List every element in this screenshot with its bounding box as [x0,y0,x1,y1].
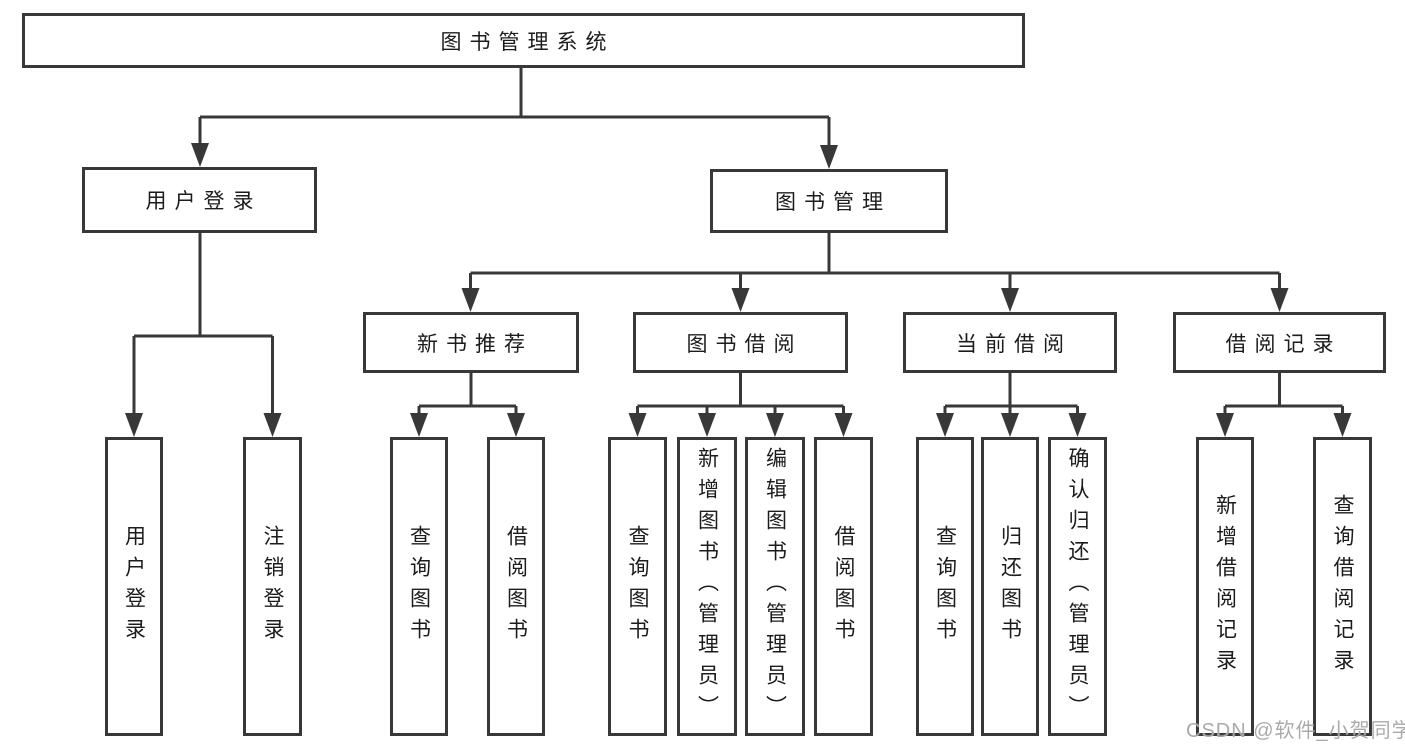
leaf-label: 新增图书（管理员） [695,447,719,726]
node-label: 图书借阅 [686,332,803,356]
node-label: 新书推荐 [417,332,533,356]
arrowhead-icon [125,413,143,437]
leaf-label: 借阅图书 [504,524,528,649]
arrowhead-icon [834,413,853,437]
node-book-borrow: 图书借阅 [633,312,848,373]
arrowhead-icon [766,413,784,437]
leaf-confirm-return-admin: 确认归还（管理员） [1048,437,1107,736]
leaf-label: 编辑图书（管理员） [763,447,787,726]
leaf-label: 查询图书 [933,524,957,649]
leaf-label: 查询借阅记录 [1331,493,1354,680]
leaf-user-login: 用户登录 [105,437,163,736]
leaf-add-books-admin: 新增图书（管理员） [677,437,737,736]
leaf-add-borrow-record: 新增借阅记录 [1196,437,1254,736]
arrowhead-icon [507,413,525,437]
node-label: 图书管理 [775,191,891,214]
leaf-logout: 注销登录 [243,437,302,736]
leaf-label: 查询图书 [626,524,649,649]
leaf-query-books: 查询图书 [608,437,667,736]
leaf-label: 注销登录 [261,524,284,649]
node-new-book-recommend: 新书推荐 [363,312,579,373]
arrowhead-icon [1216,413,1234,437]
leaf-return-books: 归还图书 [981,437,1039,736]
arrowhead-icon [936,413,954,437]
arrowhead-icon [820,145,838,169]
arrowhead-icon [1068,413,1087,437]
arrowhead-icons [125,143,1352,437]
node-current-borrow: 当前借阅 [903,312,1117,373]
csdn-watermark: CSDN @软件_小贺同学 [1186,720,1405,742]
leaf-label: 确认归还（管理员） [1066,447,1089,726]
leaf-query-borrow-record: 查询借阅记录 [1313,437,1372,736]
arrowhead-icon [410,413,428,437]
leaf-label: 归还图书 [998,524,1022,649]
leaf-label: 新增借阅记录 [1213,493,1237,680]
node-label: 用户登录 [145,190,262,213]
leaf-edit-books-admin: 编辑图书（管理员） [745,437,805,736]
node-label: 图书管理系统 [440,30,615,54]
arrowhead-icon [461,288,480,312]
leaf-query-books: 查询图书 [916,437,974,736]
leaf-label: 用户登录 [122,524,146,649]
node-borrow-records: 借阅记录 [1173,312,1386,373]
node-user-login: 用户登录 [82,167,317,233]
node-root-system: 图书管理系统 [22,13,1025,68]
arrowhead-icon [628,413,647,437]
arrowhead-icon [1001,288,1019,312]
arrowhead-icon [1270,288,1289,312]
arrowhead-icon [1333,413,1352,437]
arrowhead-icon [698,413,716,437]
arrowhead-icon [263,413,282,437]
node-label: 借阅记录 [1225,332,1342,356]
leaf-borrow-books: 借阅图书 [487,437,545,736]
arrowhead-icon [731,288,750,312]
leaf-borrow-books: 借阅图书 [814,437,873,736]
arrowhead-icon [1001,413,1019,437]
leaf-label: 借阅图书 [832,524,855,649]
arrowhead-icon [191,143,209,167]
leaf-label: 查询图书 [407,524,431,649]
node-book-management: 图书管理 [710,169,948,233]
node-label: 当前借阅 [956,332,1072,356]
leaf-query-books: 查询图书 [390,437,448,736]
